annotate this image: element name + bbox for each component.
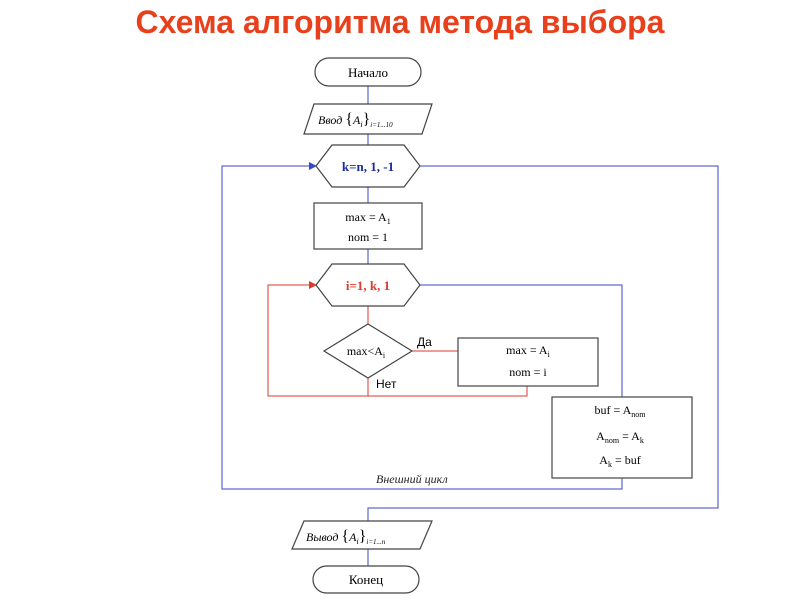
assign-node: max = Ai nom = i (457, 337, 599, 387)
swap-line-3: Ak = buf (599, 453, 640, 469)
edge-inner-return (267, 281, 368, 397)
output-label: Вывод{Ai}i=1...n (306, 528, 386, 546)
connectors (221, 86, 719, 566)
inner-loop-node: i=1, k, 1 (315, 263, 421, 307)
yes-label: Да (417, 335, 432, 349)
end-node: Конец (312, 565, 420, 594)
input-label: Ввод{Ai}i=1...10 (318, 111, 393, 129)
no-label: Нет (376, 377, 397, 391)
edge-outer-return (221, 162, 623, 490)
outer-loop-label: k=n, 1, -1 (342, 159, 394, 174)
edge-inner-exit (418, 284, 623, 397)
edge-outer-exit (367, 165, 719, 521)
condition-node: max<Ai (322, 323, 414, 379)
swap-line-1: buf = Anom (594, 403, 646, 419)
init-nom-label: nom = 1 (348, 230, 388, 244)
assign-max-label: max = Ai (506, 343, 550, 359)
page-title: Схема алгоритма метода выбора (135, 4, 665, 40)
assign-nom-label: nom = i (509, 365, 547, 379)
edge-yes-merge (368, 386, 528, 397)
start-label: Начало (348, 65, 388, 80)
swap-node: buf = Anom Anom = Ak Ak = buf (551, 396, 693, 479)
outer-loop-node: k=n, 1, -1 (315, 144, 421, 188)
condition-label: max<Ai (347, 344, 386, 360)
end-label: Конец (349, 572, 383, 587)
outer-loop-caption: Внешний цикл (376, 472, 448, 486)
init-max-label: max = A1 (345, 210, 390, 226)
init-node: max = A1 nom = 1 (313, 202, 423, 250)
input-node: Ввод{Ai}i=1...10 (303, 103, 433, 135)
inner-loop-label: i=1, k, 1 (346, 278, 390, 293)
swap-line-2: Anom = Ak (596, 429, 644, 445)
output-node: Вывод{Ai}i=1...n (291, 520, 433, 550)
start-node: Начало (314, 57, 422, 87)
